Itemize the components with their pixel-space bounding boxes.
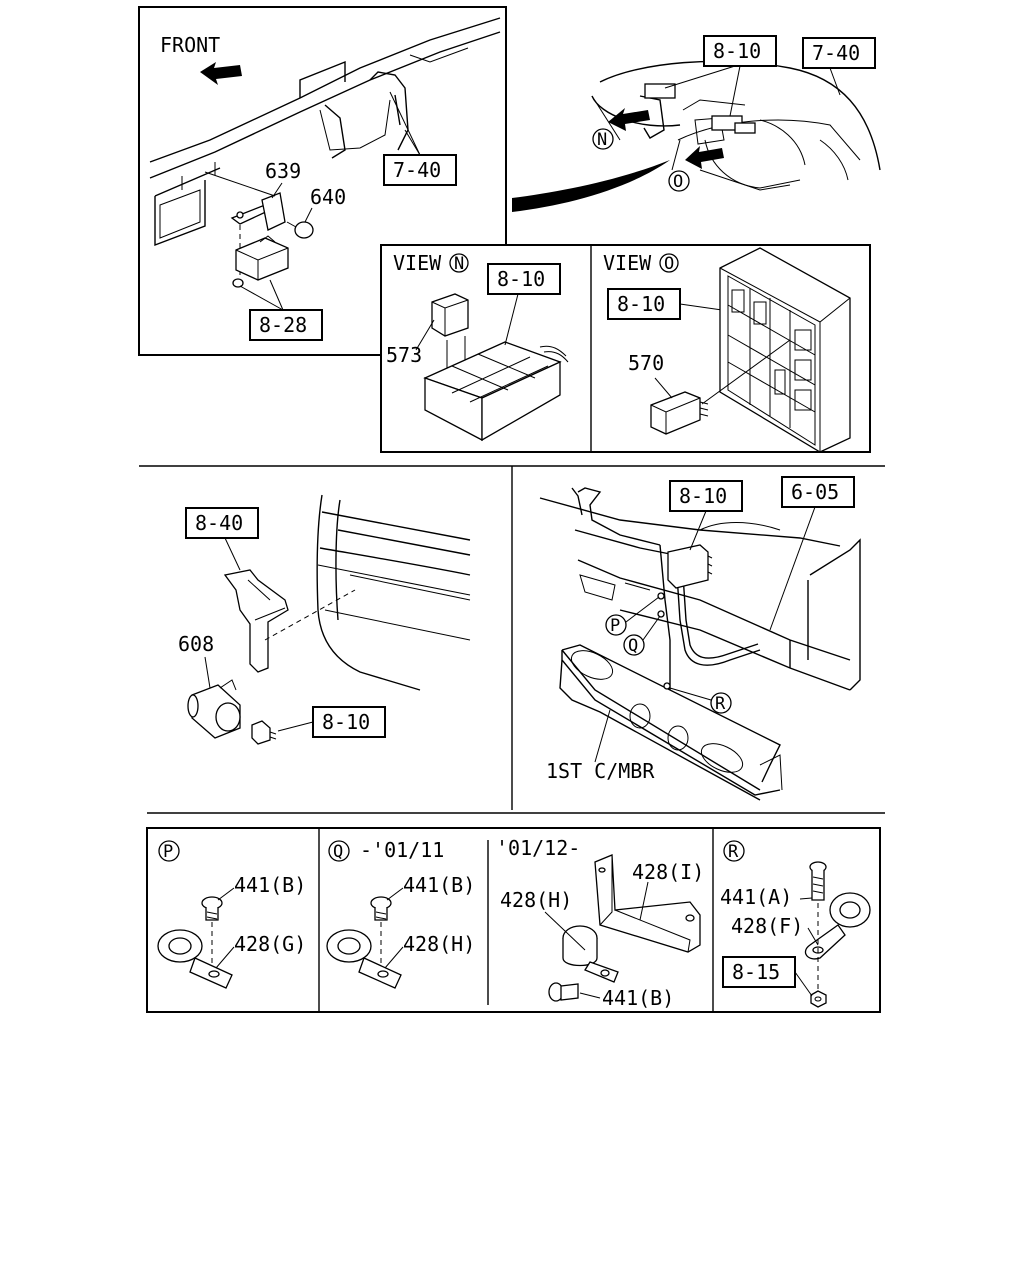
part-639: 639 xyxy=(265,159,301,183)
detail-p-letter: P xyxy=(163,842,173,862)
ref-box-8-10-horn xyxy=(312,706,386,738)
detail-r-letter: R xyxy=(728,842,739,862)
part-640: 640 xyxy=(310,185,346,209)
bolt-640-drawing xyxy=(286,221,314,239)
ref-8-40: 8-40 xyxy=(195,511,243,535)
horn-bracket-drawing xyxy=(223,569,356,673)
detail-r-circle xyxy=(723,840,745,862)
detail-late-428i: 428(I) xyxy=(632,860,704,884)
view-o-label: VIEW xyxy=(603,251,652,275)
view-o-letter: O xyxy=(664,254,674,274)
view-link-wedge xyxy=(512,160,670,212)
detail-p-441: 441(B) xyxy=(234,873,306,897)
detail-p-428: 428(G) xyxy=(234,932,306,956)
ref-box-8-28 xyxy=(249,309,323,341)
ref-box-6-05 xyxy=(781,476,855,508)
connector-horn-drawing xyxy=(251,720,277,745)
view-n-circle xyxy=(449,253,469,273)
nut-drawing xyxy=(810,990,827,1008)
ref-box-7-40-b xyxy=(802,37,876,69)
front-label: FRONT xyxy=(160,33,220,57)
ref-7-40-b: 7-40 xyxy=(812,41,860,65)
bumper-drawing xyxy=(316,494,471,691)
ref-box-8-15 xyxy=(722,956,796,988)
view-n-label: VIEW xyxy=(393,251,442,275)
ref-box-8-10-vn xyxy=(487,263,561,295)
bracket-639-drawing xyxy=(204,171,286,282)
part-570: 570 xyxy=(628,351,664,375)
clamp-428h-late-drawing xyxy=(562,925,619,983)
ref-8-10-vn: 8-10 xyxy=(497,267,545,291)
fuse-box-drawing xyxy=(719,247,851,453)
clip-428f-drawing xyxy=(804,892,871,960)
ref-8-10-horn: 8-10 xyxy=(322,710,370,734)
crossmember-drawing xyxy=(559,644,783,801)
ref-box-8-40 xyxy=(185,507,259,539)
arrow-o-icon xyxy=(685,146,724,169)
ref-7-40-a: 7-40 xyxy=(393,158,441,182)
ref-8-28: 8-28 xyxy=(259,313,307,337)
horn-608-drawing xyxy=(187,679,241,739)
ref-8-10-a: 8-10 xyxy=(713,39,761,63)
callout-r xyxy=(710,692,732,714)
callout-r-letter: R xyxy=(715,694,726,714)
arrow-n-icon xyxy=(608,108,650,131)
callout-q-letter: Q xyxy=(628,636,638,656)
bolt-441b-q-drawing xyxy=(370,896,392,965)
detail-p-circle xyxy=(158,840,180,862)
part-608: 608 xyxy=(178,632,214,656)
callout-o xyxy=(668,170,690,192)
detail-q-circle xyxy=(328,840,350,862)
instrument-panel-drawing xyxy=(591,60,881,191)
detail-q-letter: Q xyxy=(333,842,343,862)
callout-q xyxy=(623,634,645,656)
view-o-circle xyxy=(659,253,679,273)
detail-r-428: 428(F) xyxy=(731,914,803,938)
callout-p xyxy=(605,614,627,636)
ref-8-10-vo: 8-10 xyxy=(617,292,665,316)
view-n-letter: N xyxy=(454,254,464,274)
detail-late-428h: 428(H) xyxy=(500,888,572,912)
clip-428h-q-drawing xyxy=(326,929,402,989)
bolt-441b-p-drawing xyxy=(201,896,223,965)
relay-828-drawing xyxy=(232,235,289,288)
dash-structure-drawing xyxy=(149,17,501,247)
detail-late-range: '01/12- xyxy=(496,836,580,860)
bolt-441b-late-drawing xyxy=(548,982,579,1002)
callout-o-letter: O xyxy=(673,172,683,192)
ref-box-8-10-a xyxy=(703,35,777,67)
ref-8-15: 8-15 xyxy=(732,960,780,984)
ref-6-05: 6-05 xyxy=(791,480,839,504)
front-arrow-icon xyxy=(200,62,242,85)
detail-q-range: -'01/11 xyxy=(360,838,444,862)
part-573: 573 xyxy=(386,343,422,367)
ref-8-10-frame: 8-10 xyxy=(679,484,727,508)
bracket-428i-drawing xyxy=(594,854,701,953)
frame-drawing xyxy=(539,487,861,691)
callout-n xyxy=(592,128,614,150)
relay-573-drawing xyxy=(431,293,469,337)
detail-r-441: 441(A) xyxy=(720,885,792,909)
bolt-441a-drawing xyxy=(809,861,827,901)
first-crossmember-label: 1ST C/MBR xyxy=(546,759,655,783)
detail-late-441: 441(B) xyxy=(602,986,674,1010)
clip-428g-drawing xyxy=(157,929,233,989)
detail-q-428: 428(H) xyxy=(403,932,475,956)
callout-n-letter: N xyxy=(597,130,607,150)
callout-p-letter: P xyxy=(610,616,620,636)
ref-box-8-10-frame xyxy=(669,480,743,512)
detail-q-441: 441(B) xyxy=(403,873,475,897)
relay-block-drawing xyxy=(423,341,569,442)
